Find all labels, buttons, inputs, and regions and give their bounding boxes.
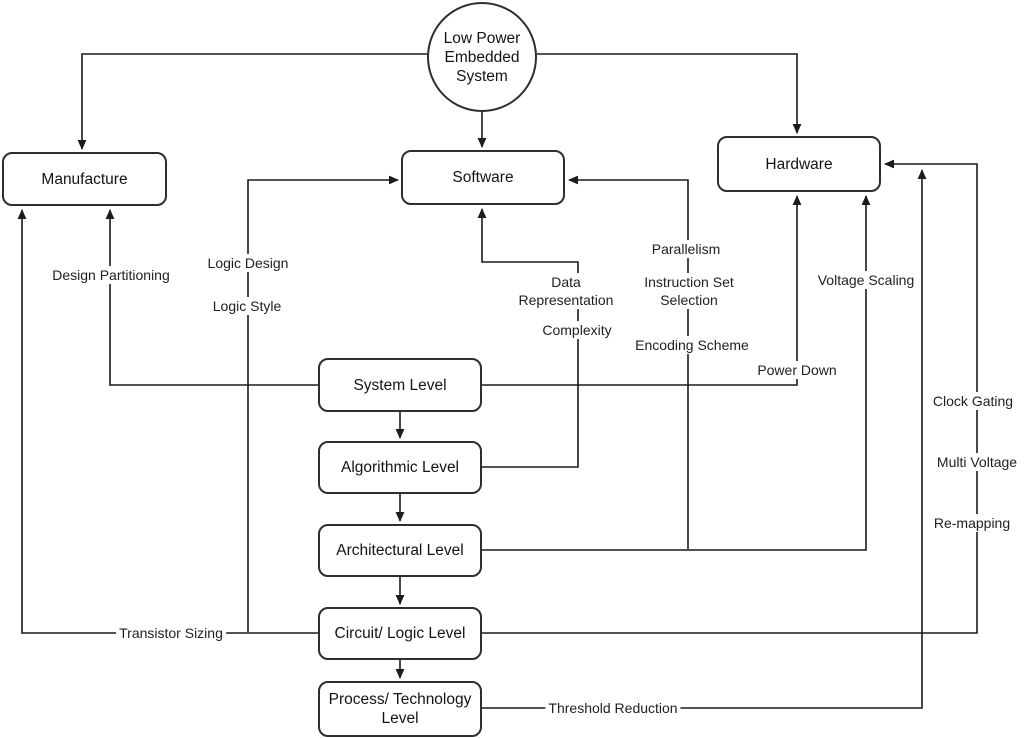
edge-label-voltage-scaling: Voltage Scaling <box>814 271 918 289</box>
node-low-power-embedded-system: Low Power Embedded System <box>427 2 537 112</box>
node-label: Hardware <box>765 155 833 173</box>
edge-system-to-hardware-power-down <box>482 195 802 386</box>
node-label: Manufacture <box>41 170 128 188</box>
edge-label-power-down: Power Down <box>754 361 840 379</box>
node-label: Low Power Embedded System <box>443 29 521 85</box>
edge-label-multi-voltage: Multi Voltage <box>933 453 1021 471</box>
edge-label-transistor-sizing: Transistor Sizing <box>116 624 226 642</box>
node-label: Software <box>452 169 514 186</box>
edge-label-logic-style: Logic Style <box>209 297 285 315</box>
edge-label-encoding-scheme: Encoding Scheme <box>632 336 752 354</box>
node-software: Software <box>401 150 565 205</box>
node-system-level: System Level <box>318 358 482 412</box>
edge-root-to-hardware <box>537 53 802 134</box>
edge-label-parallelism: Parallelism <box>648 240 724 258</box>
edge-root-to-manufacture <box>77 53 427 150</box>
node-label: System Level <box>353 376 447 394</box>
node-manufacture: Manufacture <box>2 152 167 206</box>
node-label: Circuit/ Logic Level <box>334 625 466 642</box>
edge-algorithmic-to-software-data <box>477 208 579 468</box>
node-hardware: Hardware <box>717 136 881 192</box>
edge-architectural-to-software-parallelism <box>568 175 689 549</box>
edge-label-data-representation: Data Representation <box>509 273 623 309</box>
node-architectural-level: Architectural Level <box>318 524 482 577</box>
node-circuit-logic-level: Circuit/ Logic Level <box>318 607 482 660</box>
edge-architectural-to-hardware-voltage-scaling <box>482 195 871 551</box>
edge-circuit-to-hardware-clock-gating <box>482 159 978 634</box>
node-algorithmic-level: Algorithmic Level <box>318 441 482 494</box>
edge-label-logic-design: Logic Design <box>204 254 292 272</box>
node-label: Algorithmic Level <box>340 459 460 476</box>
edge-label-complexity: Complexity <box>539 321 615 339</box>
node-label: Process/ Technology Level <box>328 691 472 727</box>
edge-label-design-partitioning: Design Partitioning <box>49 266 173 284</box>
edge-label-clock-gating: Clock Gating <box>929 392 1017 410</box>
node-label: Architectural Level <box>336 542 464 559</box>
edge-label-re-mapping: Re-mapping <box>930 514 1014 532</box>
edge-label-threshold-reduction: Threshold Reduction <box>545 699 681 717</box>
edge-label-instruction-set-selection: Instruction Set Selection <box>632 273 746 309</box>
edge-circuit-to-software-logic <box>247 175 399 632</box>
node-process-technology-level: Process/ Technology Level <box>318 681 482 737</box>
